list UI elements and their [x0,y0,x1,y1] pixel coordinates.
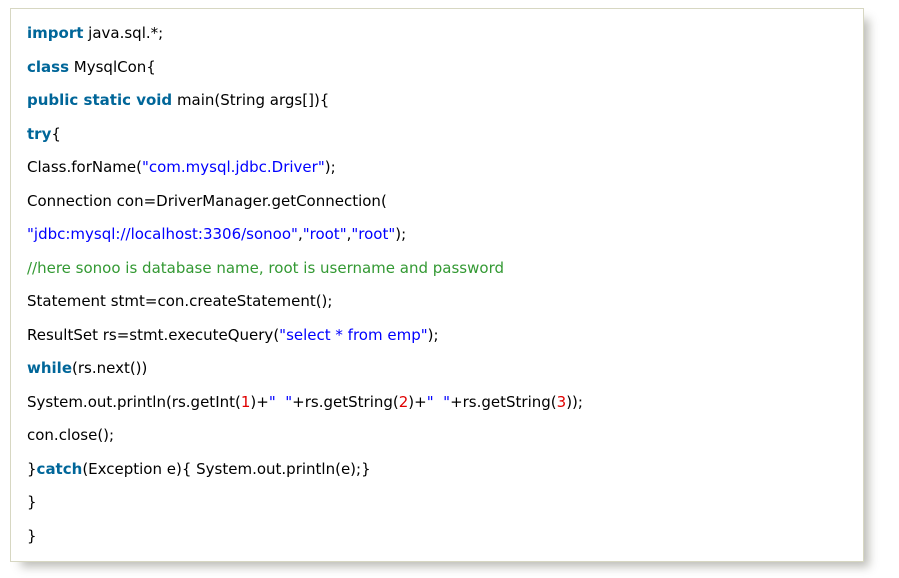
code-token-plain: } [27,459,37,478]
code-token-keyword: try [27,124,52,143]
code-token-plain: java.sql.*; [83,24,164,42]
code-token-plain: +rs.getString( [450,392,557,411]
code-line: ResultSet rs=stmt.executeQuery("select *… [27,319,847,353]
code-line: //here sonoo is database name, root is u… [27,252,847,286]
code-token-string: " " [426,392,451,411]
code-line: } [27,486,847,520]
code-token-plain: Class.forName( [27,158,142,176]
code-token-plain: +rs.getString( [292,392,399,411]
code-token-plain: ); [324,158,336,176]
code-token-string: "root" [351,225,396,243]
code-token-plain: } [27,493,37,511]
code-token-string: "root" [302,225,347,243]
code-token-number: 2 [398,392,409,411]
code-line: con.close(); [27,419,847,453]
code-line: public static void main(String args[]){ [27,84,847,118]
code-token-string: "select * from emp" [279,325,428,344]
code-token-keyword: catch [36,459,83,478]
code-token-plain: (rs.next()) [72,359,148,377]
code-token-plain: )); [566,392,583,411]
code-token-plain: , [346,225,352,243]
code-token-plain: main(String args[]){ [172,91,330,109]
code-token-plain: )+ [408,392,427,411]
code-token-keyword: while [27,359,72,377]
code-token-keyword: class [27,57,70,76]
code-lines: import java.sql.*;class MysqlCon{public … [27,17,847,553]
code-token-keyword: public static void [27,91,173,109]
code-token-plain: ResultSet rs=stmt.executeQuery( [27,325,280,344]
code-line: } [27,520,847,554]
code-token-plain: MysqlCon{ [69,57,156,76]
code-token-plain: con.close(); [27,426,115,444]
code-line: Statement stmt=con.createStatement(); [27,285,847,319]
code-block: import java.sql.*;class MysqlCon{public … [10,8,864,562]
code-token-plain: System.out.println(rs.getInt( [27,392,241,411]
code-token-keyword: import [27,24,84,42]
code-token-number: 3 [556,392,567,411]
code-line: try{ [27,118,847,152]
code-line: Connection con=DriverManager.getConnecti… [27,185,847,219]
code-line: }catch(Exception e){ System.out.println(… [27,453,847,487]
code-token-string: "com.mysql.jdbc.Driver" [141,158,325,176]
code-token-plain: Connection con=DriverManager.getConnecti… [27,191,387,210]
code-token-plain: { [51,124,61,143]
code-token-plain: ); [427,325,439,344]
code-line: while(rs.next()) [27,352,847,386]
code-token-plain: } [27,526,37,545]
code-token-plain: )+ [250,392,269,411]
code-token-plain: (Exception e){ System.out.println(e);} [82,459,371,478]
code-token-string: " " [268,392,293,411]
code-line: "jdbc:mysql://localhost:3306/sonoo","roo… [27,218,847,252]
code-line: import java.sql.*; [27,17,847,51]
code-line: System.out.println(rs.getInt(1)+" "+rs.g… [27,386,847,420]
code-line: class MysqlCon{ [27,51,847,85]
code-line: Class.forName("com.mysql.jdbc.Driver"); [27,151,847,185]
code-token-string: "jdbc:mysql://localhost:3306/sonoo" [27,225,298,243]
code-token-plain: ); [395,225,407,243]
code-token-number: 1 [240,392,251,411]
code-token-plain: , [297,225,303,243]
code-token-comment: //here sonoo is database name, root is u… [27,258,504,277]
code-token-plain: Statement stmt=con.createStatement(); [27,292,333,310]
